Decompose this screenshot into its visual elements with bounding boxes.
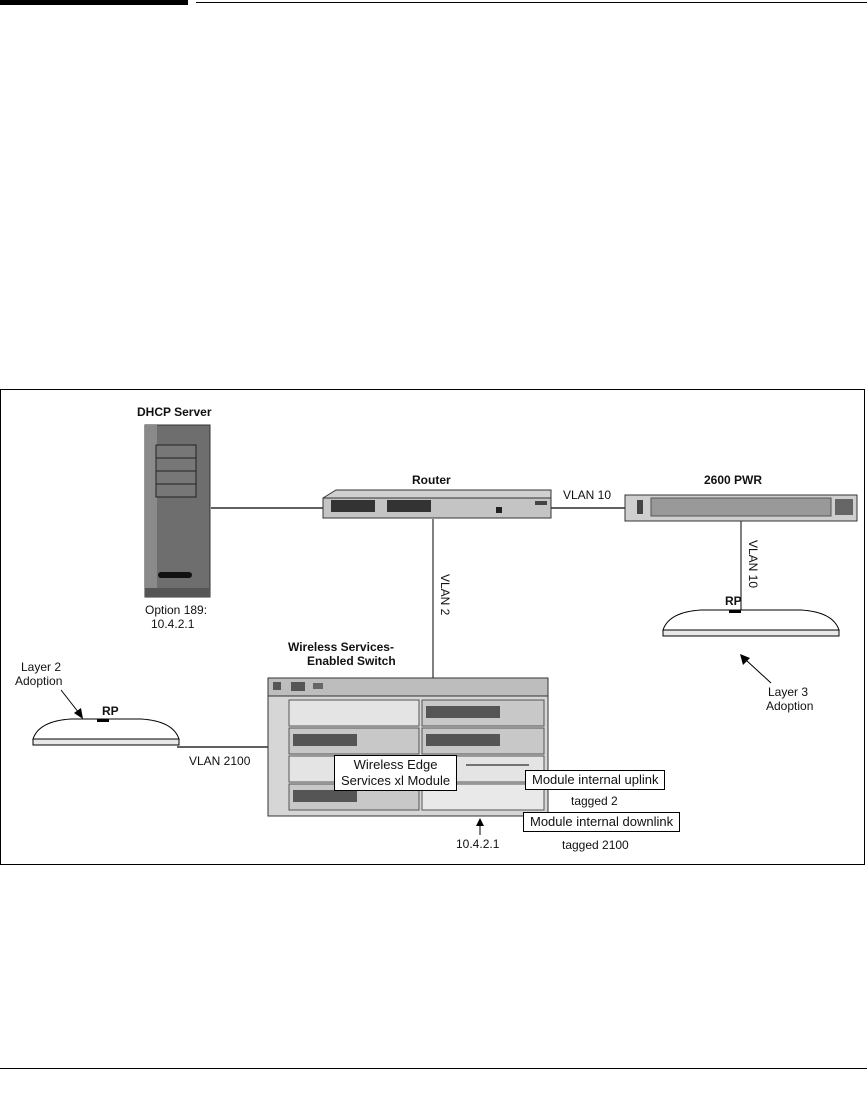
router-title: Router (412, 473, 451, 487)
dhcp-server-note-line1: Option 189: (145, 603, 208, 617)
vlan-router-2600-label: VLAN 10 (563, 488, 612, 502)
module-line1: Wireless Edge (353, 757, 438, 772)
layer3-adoption-line1: Layer 3 (768, 685, 809, 699)
diagram-graphics (32, 424, 858, 835)
layer2-adoption-line2: Adoption (15, 674, 63, 688)
header-rule-thin (196, 2, 867, 3)
switch-2600-icon (624, 494, 858, 522)
module-address: 10.4.2.1 (456, 837, 500, 851)
layer2-arrow (74, 708, 83, 719)
module-label: Wireless Edge Services xl Module (334, 755, 458, 791)
vlan-switch-rp-label: VLAN 2100 (189, 754, 251, 768)
network-diagram: DHCP Server Option 189: 10.4.2.1 Router … (0, 389, 865, 865)
rp-right-label: RP (725, 594, 742, 608)
enabled-switch-icon (267, 677, 549, 817)
enabled-switch-title-line1: Wireless Services- (288, 640, 394, 654)
layer3-adoption-line2: Adoption (766, 699, 814, 713)
layer3-arrow (740, 654, 750, 665)
rp-left-icon (32, 718, 180, 746)
uplink-tag: tagged 2 (571, 794, 618, 808)
layer2-adoption-line1: Layer 2 (21, 660, 62, 674)
vlan-router-switch-label: VLAN 2 (438, 574, 452, 616)
vlan-2600-rp-label: VLAN 10 (746, 540, 760, 589)
rp-left-label: RP (102, 704, 119, 718)
footer-rule (0, 1068, 867, 1069)
module-line2: Services xl Module (341, 773, 451, 788)
switch-2600-title: 2600 PWR (704, 473, 763, 487)
downlink-label: Module internal downlink (523, 812, 681, 832)
layer2-arrow-line (60, 689, 80, 714)
rp-right-icon (662, 609, 840, 637)
dhcp-server-icon (144, 424, 211, 598)
header-rule-thick (0, 0, 188, 5)
downlink-tag: tagged 2100 (562, 838, 629, 852)
address-arrow (476, 818, 484, 826)
enabled-switch-title-line2: Enabled Switch (307, 654, 396, 668)
uplink-label: Module internal uplink (525, 770, 666, 790)
dhcp-server-title: DHCP Server (137, 405, 212, 419)
dhcp-server-note-line2: 10.4.2.1 (151, 617, 195, 631)
router-icon (322, 489, 552, 519)
layer3-arrow-line (745, 659, 772, 684)
